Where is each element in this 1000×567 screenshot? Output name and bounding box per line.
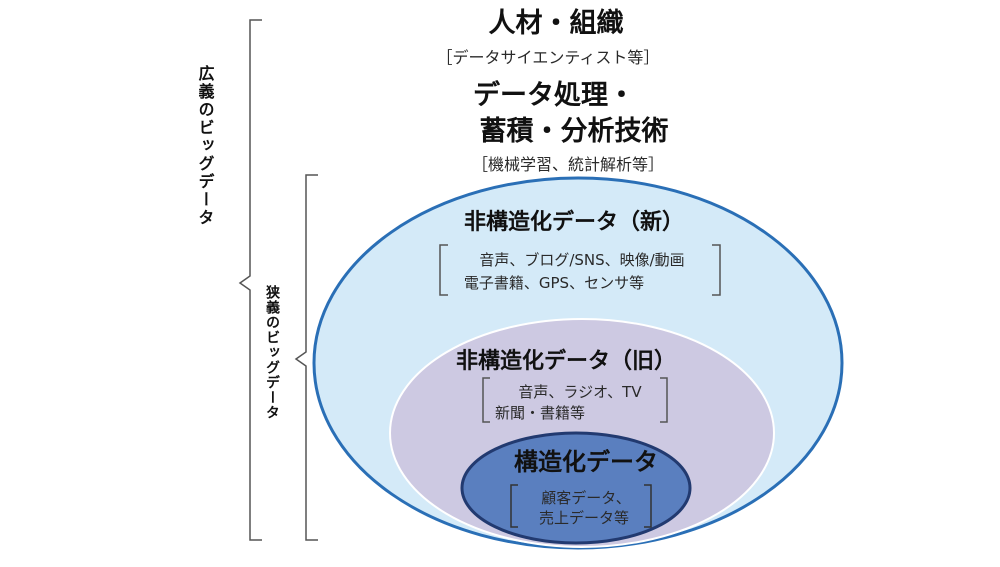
structured-ellipse	[460, 431, 692, 545]
people-title: 人材・組織	[489, 7, 624, 39]
unstructured-new-detail-line2: 電子書籍、GPS、センサ等	[464, 274, 644, 292]
broad-bracket	[238, 19, 262, 541]
processing-title-line2: 蓄積・分析技術	[480, 116, 669, 147]
unstructured-new-bracket-left	[439, 244, 448, 296]
narrow-label: 狭義のビッグデータ	[264, 284, 281, 420]
structured-detail-line2: 売上データ等	[539, 509, 629, 527]
processing-title-line1: データ処理・	[473, 79, 635, 111]
narrow-bracket	[294, 174, 318, 541]
unstructured-old-detail-line1: 音声、ラジオ、TV	[518, 383, 642, 401]
unstructured-new-detail-line1: 音声、ブログ/SNS、映像/動画	[479, 251, 684, 269]
structured-bracket-right	[644, 484, 652, 528]
unstructured-old-bracket-left	[482, 377, 490, 423]
unstructured-old-detail-line2: 新聞・書籍等	[495, 404, 585, 422]
people-detail: ［データサイエンティスト等］	[437, 48, 660, 67]
structured-title: 構造化データ	[514, 448, 658, 476]
structured-bracket-left	[510, 484, 518, 528]
structured-detail-line1: 顧客データ、	[541, 489, 631, 507]
broad-label: 広義のビッグデータ	[196, 64, 215, 227]
unstructured-old-title: 非構造化データ（旧）	[456, 348, 676, 374]
unstructured-new-title: 非構造化データ（新）	[464, 209, 684, 235]
unstructured-old-bracket-right	[660, 377, 668, 423]
processing-detail: ［機械学習、統計解析等］	[472, 155, 664, 174]
unstructured-new-bracket-right	[712, 244, 721, 296]
